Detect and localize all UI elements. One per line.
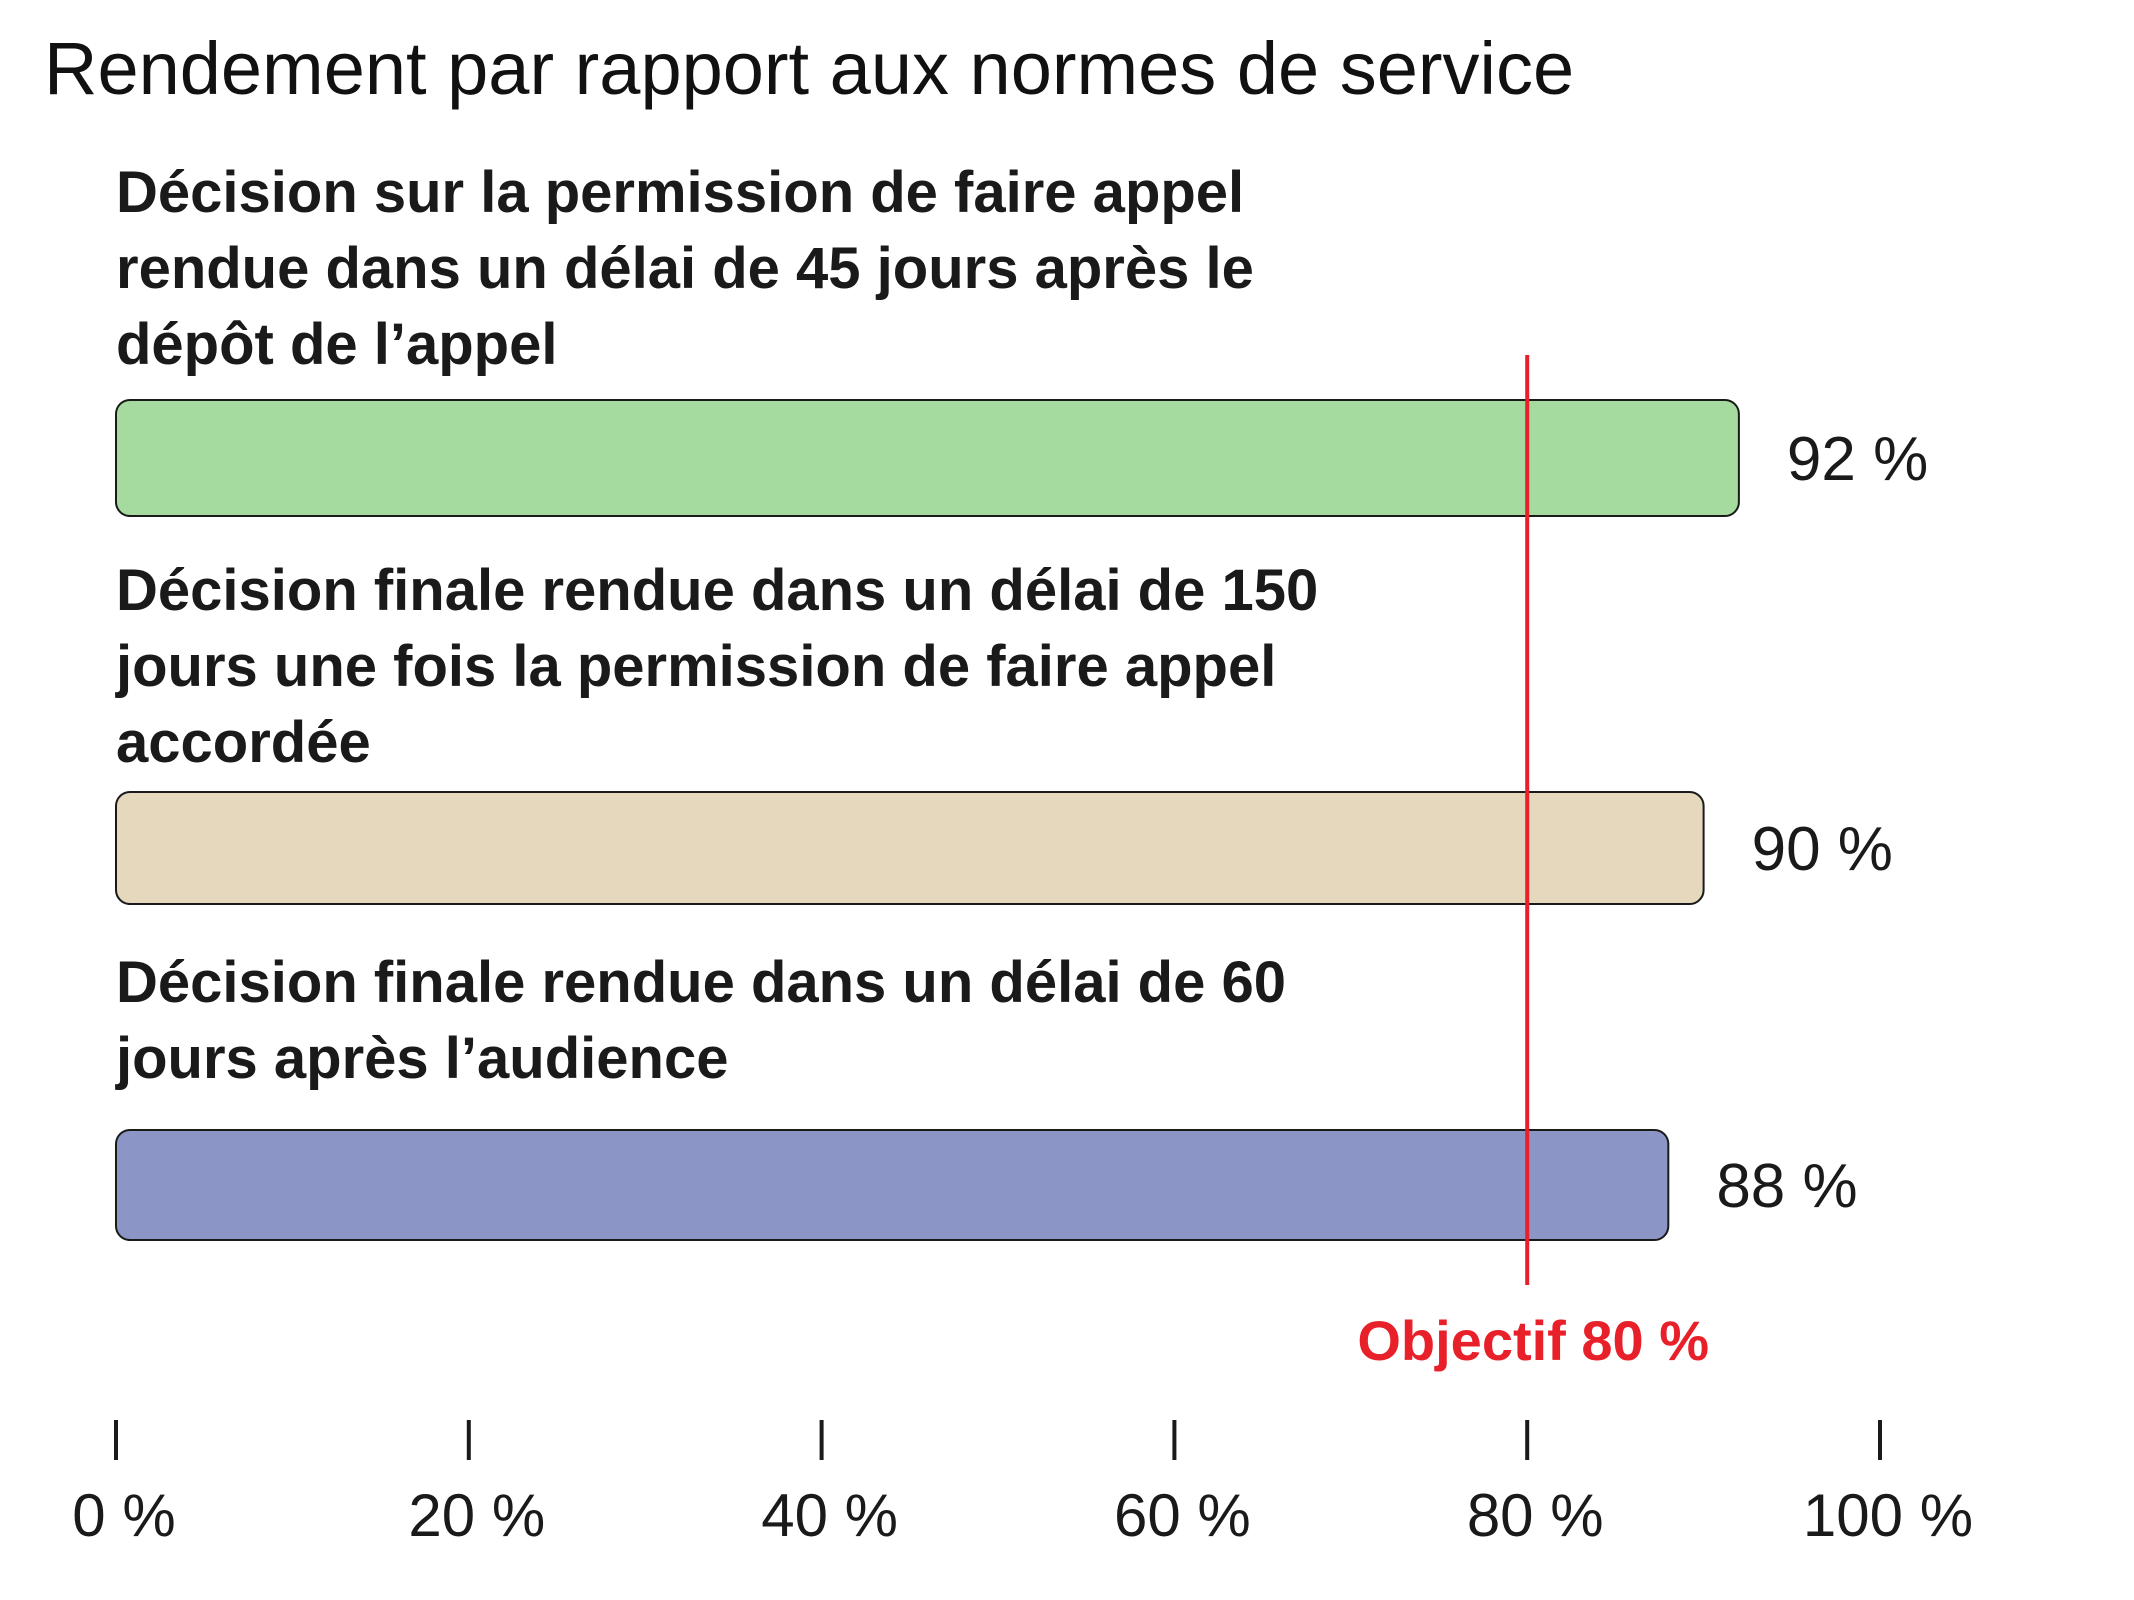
x-tick-label: 80 %	[1467, 1482, 1604, 1549]
chart-title: Rendement par rapport aux normes de serv…	[44, 27, 1574, 110]
x-tick-label: 40 %	[761, 1482, 898, 1549]
value-label: 90 %	[1752, 815, 1893, 884]
x-tick-label: 60 %	[1114, 1482, 1251, 1549]
plot-area: Décision sur la permission de faire appe…	[72, 160, 1973, 1549]
category-label: Décision sur la permission de faire appe…	[116, 160, 1254, 377]
target-label: Objectif 80 %	[1357, 1309, 1709, 1372]
x-tick-label: 100 %	[1803, 1482, 1973, 1549]
bar	[115, 791, 1705, 905]
x-tick-label: 20 %	[408, 1482, 545, 1549]
x-tick-label: 0 %	[72, 1482, 175, 1549]
bar	[115, 1129, 1670, 1241]
category-label: Décision finale rendue dans un délai de …	[115, 950, 1286, 1091]
category-label: Décision finale rendue dans un délai de …	[115, 558, 1318, 775]
bar	[115, 399, 1740, 517]
value-label: 92 %	[1787, 425, 1928, 494]
value-label: 88 %	[1716, 1152, 1857, 1221]
